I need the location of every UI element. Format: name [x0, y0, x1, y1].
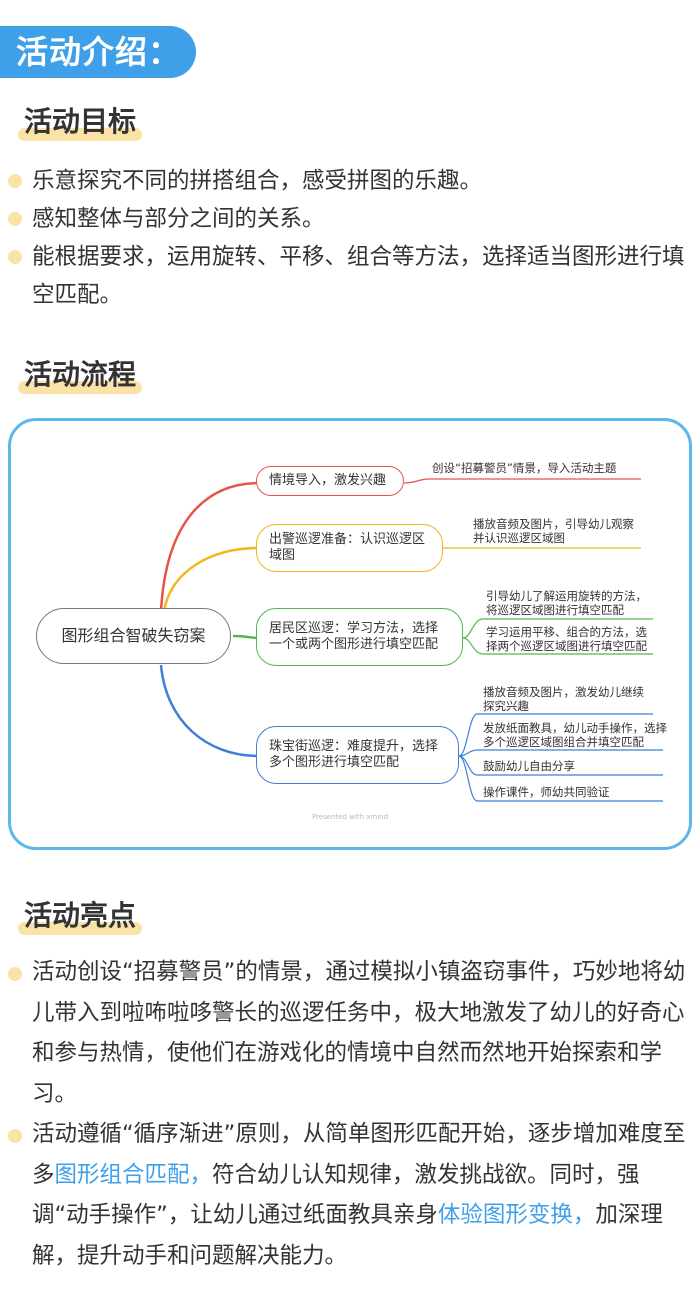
list-item: 感知整体与部分之间的关系。: [0, 200, 700, 238]
mindmap-frame: 图形组合智破失窃案 情境导入，激发兴趣 出警巡逻准备：认识巡逻区域图 居民区巡逻…: [8, 418, 692, 850]
leaf-line-4-1: [458, 713, 653, 757]
list-item: 活动遵循“循序渐进”原则，从简单图形匹配开始，逐步增加难度至多图形组合匹配，符合…: [0, 1114, 700, 1276]
leaf-line-3-1: [462, 618, 653, 639]
mindmap-leaf-4-4: 操作课件，师幼共同验证: [483, 785, 610, 799]
accent-text: 图形组合匹配，: [54, 1161, 213, 1188]
mindmap-leaf-4-3: 鼓励幼儿自由分享: [483, 759, 575, 773]
flow-title-text: 活动流程: [24, 358, 137, 391]
branch-label: 居民区巡逻：学习方法，选择一个或两个图形进行填空匹配: [269, 621, 439, 652]
leaf-line-3-2: [462, 637, 653, 655]
highlights-title: 活动亮点: [18, 894, 143, 938]
mindmap-branch-4: 珠宝街巡逻：难度提升，选择多个图形进行填空匹配: [256, 726, 459, 784]
mindmap-leaf-3-1: 引导幼儿了解运用旋转的方法，将巡逻区域图进行填空匹配: [486, 589, 647, 617]
mindmap-leaf-1-1: 创设“招募警员”情景，导入活动主题: [432, 461, 617, 475]
bullet-dot-icon: [8, 967, 22, 981]
highlight-text: 符合幼儿认知规律，激发挑战欲。同时，强调“动手操作”，让幼儿通过纸面教具亲身: [32, 1161, 640, 1229]
accent-text: 体验图形变换，: [437, 1202, 596, 1228]
highlights-title-text: 活动亮点: [24, 899, 137, 932]
bullet-dot-icon: [8, 174, 22, 188]
bullet-dot-icon: [8, 250, 22, 264]
list-item: 能根据要求，运用旋转、平移、组合等方法，选择适当图形进行填空匹配。: [0, 238, 700, 314]
mindmap-leaf-4-1: 播放音频及图片，激发幼儿继续探究兴趣: [483, 685, 644, 713]
bullet-dot-icon: [8, 1129, 22, 1143]
mindmap-branch-1: 情境导入，激发兴趣: [256, 466, 404, 496]
goals-title: 活动目标: [18, 100, 143, 144]
highlight-text: 活动遵循“循序渐进”原则，从简单图形匹配开始，逐步增加难度至多: [32, 1121, 686, 1188]
mindmap-root: 图形组合智破失窃案: [36, 608, 231, 664]
title-highlight: [18, 128, 143, 141]
highlight-text: 活动创设“招募警员”的情景，通过模拟小镇盗窃事件，巧妙地将幼儿带入到啦咘啦哆警长…: [32, 959, 686, 1107]
mindmap-leaf-4-2: 发放纸面教具，幼儿动手操作，选择多个巡逻区域图组合并填空匹配: [483, 721, 667, 749]
highlight-text: 加深理解，提升动手和问题解决能力。: [32, 1202, 663, 1269]
highlights-list: 活动创设“招募警员”的情景，通过模拟小镇盗窃事件，巧妙地将幼儿带入到啦咘啦哆警长…: [0, 952, 700, 1276]
goal-text: 乐意探究不同的拼搭组合，感受拼图的乐趣。: [32, 168, 483, 194]
connector-branch-4: [159, 664, 260, 758]
title-highlight: [18, 922, 143, 935]
connector-branch-1: [159, 481, 260, 612]
branch-label: 情境导入，激发兴趣: [269, 473, 387, 488]
goal-text: 能根据要求，运用旋转、平移、组合等方法，选择适当图形进行填空匹配。: [32, 244, 685, 308]
leaf-line-1-1: [403, 478, 641, 484]
flow-title: 活动流程: [18, 353, 143, 397]
leaf-line-4-2: [458, 749, 663, 757]
goals-list: 乐意探究不同的拼搭组合，感受拼图的乐趣。 感知整体与部分之间的关系。 能根据要求…: [0, 162, 700, 314]
leaf-line-4-4: [458, 755, 663, 802]
mindmap-connectors: [159, 478, 663, 802]
bullet-dot-icon: [8, 212, 22, 226]
xmind-watermark: Presented with xmind: [311, 813, 389, 821]
branch-label: 出警巡逻准备：认识巡逻区域图: [269, 532, 426, 563]
connector-branch-2: [162, 546, 260, 612]
mindmap-branch-2: 出警巡逻准备：认识巡逻区域图: [256, 524, 443, 572]
list-item: 活动创设“招募警员”的情景，通过模拟小镇盗窃事件，巧妙地将幼儿带入到啦咘啦哆警长…: [0, 952, 700, 1114]
list-item: 乐意探究不同的拼搭组合，感受拼图的乐趣。: [0, 162, 700, 200]
title-highlight: [18, 381, 143, 394]
branch-label: 珠宝街巡逻：难度提升，选择多个图形进行填空匹配: [269, 739, 439, 770]
intro-banner: 活动介绍：: [0, 26, 196, 78]
goals-title-text: 活动目标: [24, 105, 137, 138]
goal-text: 感知整体与部分之间的关系。: [32, 206, 325, 232]
mindmap-leaf-2-1: 播放音频及图片，引导幼儿观察并认识巡逻区域图: [473, 517, 634, 545]
mindmap-leaf-3-2: 学习运用平移、组合的方法，选择两个巡逻区域图进行填空匹配: [486, 625, 647, 653]
mindmap-branch-3: 居民区巡逻：学习方法，选择一个或两个图形进行填空匹配: [256, 608, 463, 666]
